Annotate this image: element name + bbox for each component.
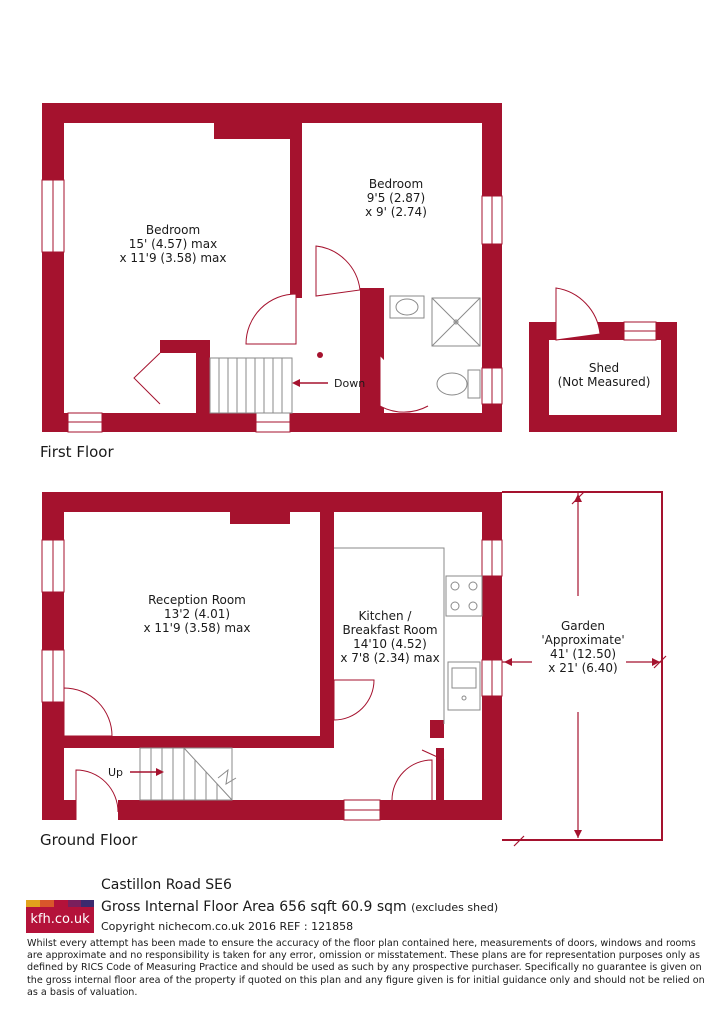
kitchen-name: Kitchen / <box>359 609 413 623</box>
kfh-logo: kfh.co.uk <box>26 900 94 933</box>
copyright: Copyright nichecom.co.uk 2016 REF : 1218… <box>101 920 354 933</box>
kitchen-dimension-2: x 7'8 (2.34) max <box>340 651 439 665</box>
bedroom1-dimension: 15' (4.57) max <box>129 237 217 251</box>
toilet <box>436 369 481 399</box>
reception-dimension-2: x 11'9 (3.58) max <box>144 621 251 635</box>
garden-dimension-2: x 21' (6.40) <box>548 661 617 675</box>
shed-plan <box>529 287 677 432</box>
ground-floor-stairs <box>139 747 237 801</box>
garden-dimension: 41' (12.50) <box>550 647 616 661</box>
disclaimer: Whilst every attempt has been made to en… <box>27 938 705 998</box>
shed-note: (Not Measured) <box>558 375 651 389</box>
first-floor-label: First Floor <box>40 443 114 461</box>
reception-dimension: 13'2 (4.01) <box>164 607 230 621</box>
gross-internal-area-note: (excludes shed) <box>411 901 499 914</box>
basin <box>389 295 425 319</box>
garden-outline <box>502 491 663 841</box>
bedroom1-name: Bedroom <box>146 223 200 237</box>
bedroom2-dimension-2: x 9' (2.74) <box>365 205 427 219</box>
bedroom1-dimension-2: x 11'9 (3.58) max <box>120 251 227 265</box>
reception-name: Reception Room <box>148 593 246 607</box>
garden-note: 'Approximate' <box>541 633 624 647</box>
kitchen-name-2: Breakfast Room <box>342 623 437 637</box>
logo-text: kfh.co.uk <box>26 907 94 933</box>
shed-name: Shed <box>589 361 619 375</box>
first-floor-stairs <box>209 357 293 414</box>
gross-internal-area: Gross Internal Floor Area 656 sqft 60.9 … <box>101 899 498 915</box>
ground-floor-label: Ground Floor <box>40 831 138 849</box>
stairs-up-label: Up <box>108 766 123 779</box>
shower-tray <box>431 297 481 347</box>
kitchen-worktop <box>334 547 483 724</box>
ground-floor-plan <box>41 491 667 847</box>
property-address: Castillon Road SE6 <box>101 877 232 893</box>
bedroom2-name: Bedroom <box>369 177 423 191</box>
garden-name: Garden <box>561 619 605 633</box>
gross-internal-area-value: Gross Internal Floor Area 656 sqft 60.9 … <box>101 899 407 915</box>
first-floor-plan <box>41 103 503 433</box>
bedroom2-dimension: 9'5 (2.87) <box>367 191 425 205</box>
stairs-down-label: Down <box>334 377 365 390</box>
kitchen-dimension: 14'10 (4.52) <box>353 637 427 651</box>
